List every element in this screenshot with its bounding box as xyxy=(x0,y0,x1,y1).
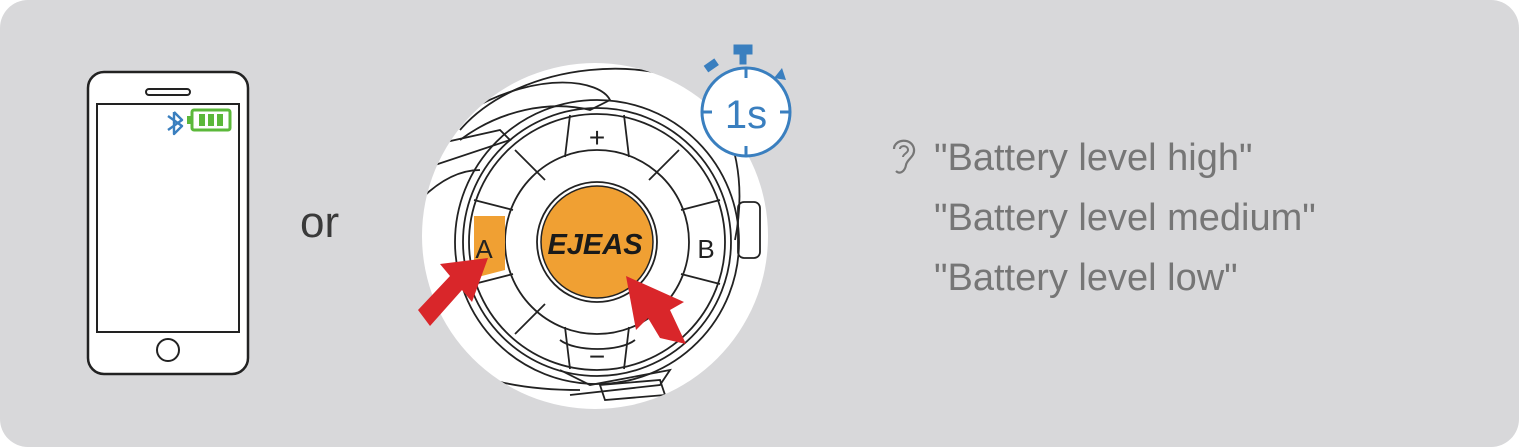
or-connector: or xyxy=(300,198,340,247)
battery-icon xyxy=(187,108,232,132)
button-b-label: B xyxy=(697,234,714,264)
stopwatch-icon: 1s xyxy=(700,44,792,158)
arrow-icon xyxy=(418,258,488,326)
brand-logo: EJEAS xyxy=(547,229,643,261)
ear-icon xyxy=(892,139,916,174)
voice-prompt-low: "Battery level low" xyxy=(934,257,1238,299)
button-plus-label: + xyxy=(589,122,605,153)
button-minus-label: − xyxy=(589,341,605,372)
phone-icon xyxy=(86,70,250,376)
voice-prompt-high: "Battery level high" xyxy=(934,137,1253,179)
arrow-icon xyxy=(626,276,686,344)
device-closeup: EJEAS + − A B xyxy=(418,63,768,409)
bluetooth-icon xyxy=(167,111,184,136)
button-a-label: A xyxy=(475,234,493,264)
timer-label: 1s xyxy=(725,93,767,137)
voice-prompt-medium: "Battery level medium" xyxy=(934,197,1316,239)
